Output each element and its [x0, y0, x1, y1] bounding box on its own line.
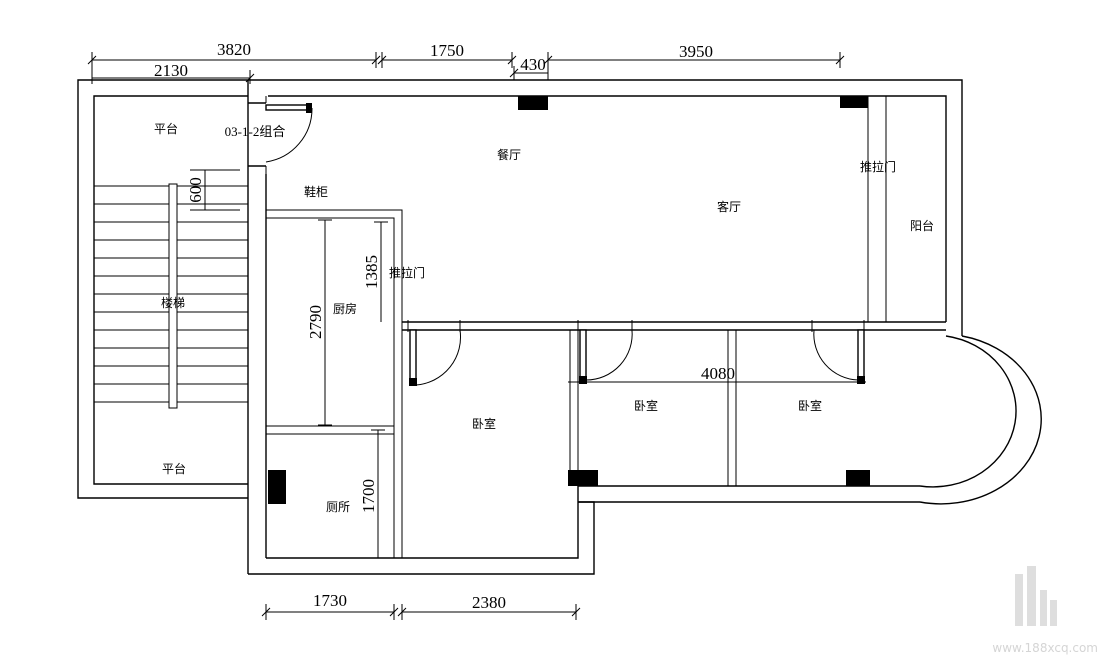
dim-kitchen-height: 2790	[306, 305, 325, 339]
dim-bottom-right: 2380	[472, 593, 506, 612]
label-balcony: 阳台	[910, 218, 934, 233]
label-bedroom-3: 卧室	[798, 398, 822, 413]
label-platform-bottom: 平台	[162, 461, 186, 476]
label-bedroom-2: 卧室	[634, 398, 658, 413]
label-toilet: 厕所	[326, 500, 350, 514]
dim-top-right: 3950	[679, 42, 713, 61]
label-shoe-cabinet: 鞋柜	[304, 184, 328, 199]
watermark-logo	[1015, 566, 1057, 626]
dim-top-mid: 1750	[430, 41, 464, 60]
label-door-tag: 03-1-2组合	[225, 124, 286, 139]
label-sliding-door-kitchen: 推拉门	[389, 265, 425, 280]
label-sliding-door-balcony: 推拉门	[860, 159, 896, 174]
dim-stair-step: 600	[186, 177, 205, 203]
dim-toilet-height: 1700	[359, 479, 378, 513]
dim-top-left: 2130	[154, 61, 188, 80]
columns	[268, 96, 870, 504]
label-dining: 餐厅	[497, 147, 521, 162]
dim-top-small: 430	[520, 55, 546, 74]
label-kitchen: 厨房	[333, 301, 357, 316]
dimension-lines	[87, 52, 866, 620]
doors	[265, 103, 865, 386]
dim-bottom-left: 1730	[313, 591, 347, 610]
label-living: 客厅	[717, 199, 741, 214]
watermark-text: www.188xcq.com	[992, 641, 1098, 655]
label-platform-top: 平台	[154, 121, 178, 136]
dim-top-total: 3820	[217, 40, 251, 59]
label-staircase: 楼梯	[161, 295, 185, 310]
dim-bedroom-span: 4080	[701, 364, 735, 383]
staircase-steps	[94, 183, 248, 409]
walls	[77, 79, 1042, 575]
label-bedroom-1: 卧室	[472, 416, 496, 431]
dim-kitchen-door: 1385	[362, 255, 381, 289]
